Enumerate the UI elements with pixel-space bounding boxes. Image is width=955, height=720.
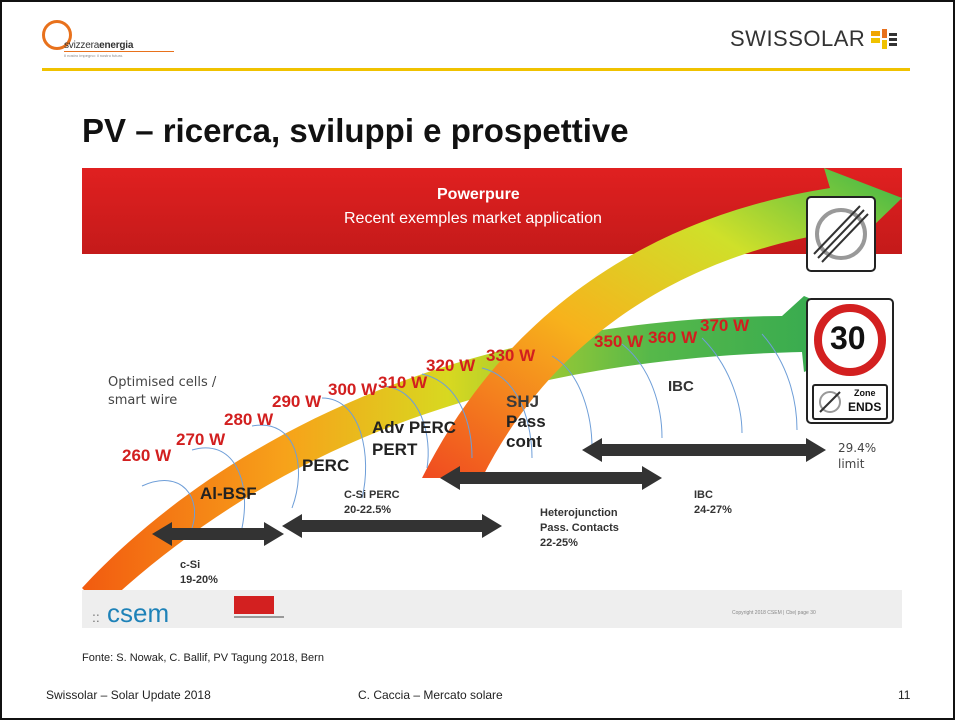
swissolar-logo-text: SWISSOLAR xyxy=(730,26,866,51)
svizzeraenergia-logo: svizzeraenergia Il nostro impegno: il no… xyxy=(42,20,182,62)
ends-label: ENDS xyxy=(848,400,882,414)
svizzeraenergia-logo-line xyxy=(64,51,174,52)
side-note-line-2: smart wire xyxy=(108,393,178,408)
epfl-logo xyxy=(234,596,274,614)
speed-30-icon xyxy=(814,304,886,376)
range-name: c-Si xyxy=(180,559,201,571)
range-name: IBC xyxy=(694,489,713,501)
side-note-line-1: Optimised cells / xyxy=(108,375,217,390)
tech-label: cont xyxy=(506,432,542,451)
range-label-ibc: IBC 24-27% xyxy=(694,488,732,518)
copyright: Copyright 2018 CSEM | Cbe| page 30 xyxy=(732,610,816,616)
range-name: Heterojunction xyxy=(540,507,618,519)
footer-left: Swissolar – Solar Update 2018 xyxy=(46,688,211,702)
pv-roadmap-figure: Powerpure Recent exemples market applica… xyxy=(82,168,902,628)
watt-label: 310 W xyxy=(378,373,428,392)
limit-label: limit xyxy=(838,457,865,471)
speed-limit-end-sign xyxy=(806,196,876,272)
range-eff: 22-25% xyxy=(540,537,578,549)
footer-center: C. Caccia – Mercato solare xyxy=(358,688,503,702)
watt-label: 330 W xyxy=(486,346,536,365)
csem-logo: :: csem xyxy=(92,598,170,628)
svizzeraenergia-logo-icon xyxy=(42,20,72,50)
swissolar-logo: SWISSOLAR xyxy=(730,24,899,54)
tech-label: Adv PERC xyxy=(372,418,457,437)
watt-label: 320 W xyxy=(426,356,476,375)
efficiency-arcs xyxy=(141,333,798,529)
speed-30-sign: 30 Zone ENDS xyxy=(806,298,894,424)
range-arrows xyxy=(152,438,826,546)
range-eff: 19-20% xyxy=(180,574,218,586)
range-eff: 24-27% xyxy=(694,504,732,516)
watt-label: 270 W xyxy=(176,430,226,449)
banner-subtitle: Recent exemples market application xyxy=(344,210,602,227)
watt-label: 280 W xyxy=(224,410,274,429)
range-label-heterojunction: Heterojunction Pass. Contacts 22-25% xyxy=(540,506,619,551)
watt-label: 360 W xyxy=(648,328,698,347)
tech-label: IBC xyxy=(668,378,694,395)
csem-logo-text: csem xyxy=(107,598,170,628)
page-number: 11 xyxy=(898,688,911,702)
svizzeraenergia-logo-text: svizzeraenergia xyxy=(64,40,134,51)
watt-label: 290 W xyxy=(272,392,322,411)
limit-value: 29.4% xyxy=(838,441,877,455)
page-title: PV – ricerca, sviluppi e prospettive xyxy=(82,112,629,149)
range-label-csi: c-Si 19-20% xyxy=(180,558,218,588)
speed-value: 30 xyxy=(830,320,866,356)
watt-label: 370 W xyxy=(700,316,750,335)
logo-strip xyxy=(82,590,902,628)
zone-label: Zone xyxy=(854,388,876,398)
zone-icon xyxy=(819,391,841,413)
no-limit-icon xyxy=(813,205,869,263)
source-note: Fonte: S. Nowak, C. Ballif, PV Tagung 20… xyxy=(82,652,324,664)
tech-label: PERT xyxy=(372,440,418,459)
range-label-perc: C-Si PERC 20-22.5% xyxy=(344,488,400,518)
watt-label: 300 W xyxy=(328,380,378,399)
side-note: Optimised cells / smart wire xyxy=(108,374,216,410)
zone-ends-plate: Zone ENDS xyxy=(812,384,888,420)
range-eff: 20-22.5% xyxy=(344,504,392,516)
range-name-2: Pass. Contacts xyxy=(540,522,619,534)
banner-title: Powerpure xyxy=(437,186,520,203)
tech-label: SHJ xyxy=(506,392,540,411)
tech-label: Al-BSF xyxy=(200,484,257,503)
header-divider xyxy=(42,68,910,71)
range-name: C-Si PERC xyxy=(344,489,400,501)
tech-label: Pass xyxy=(506,412,546,431)
efficiency-limit: 29.4% limit xyxy=(838,440,876,472)
watt-label: 350 W xyxy=(594,332,644,351)
svizzeraenergia-tagline: Il nostro impegno: il nostro futuro. xyxy=(64,53,124,58)
sun-icon xyxy=(871,29,898,49)
watt-label: 260 W xyxy=(122,446,172,465)
tech-label: PERC xyxy=(302,456,350,475)
epfl-caption xyxy=(234,616,284,618)
